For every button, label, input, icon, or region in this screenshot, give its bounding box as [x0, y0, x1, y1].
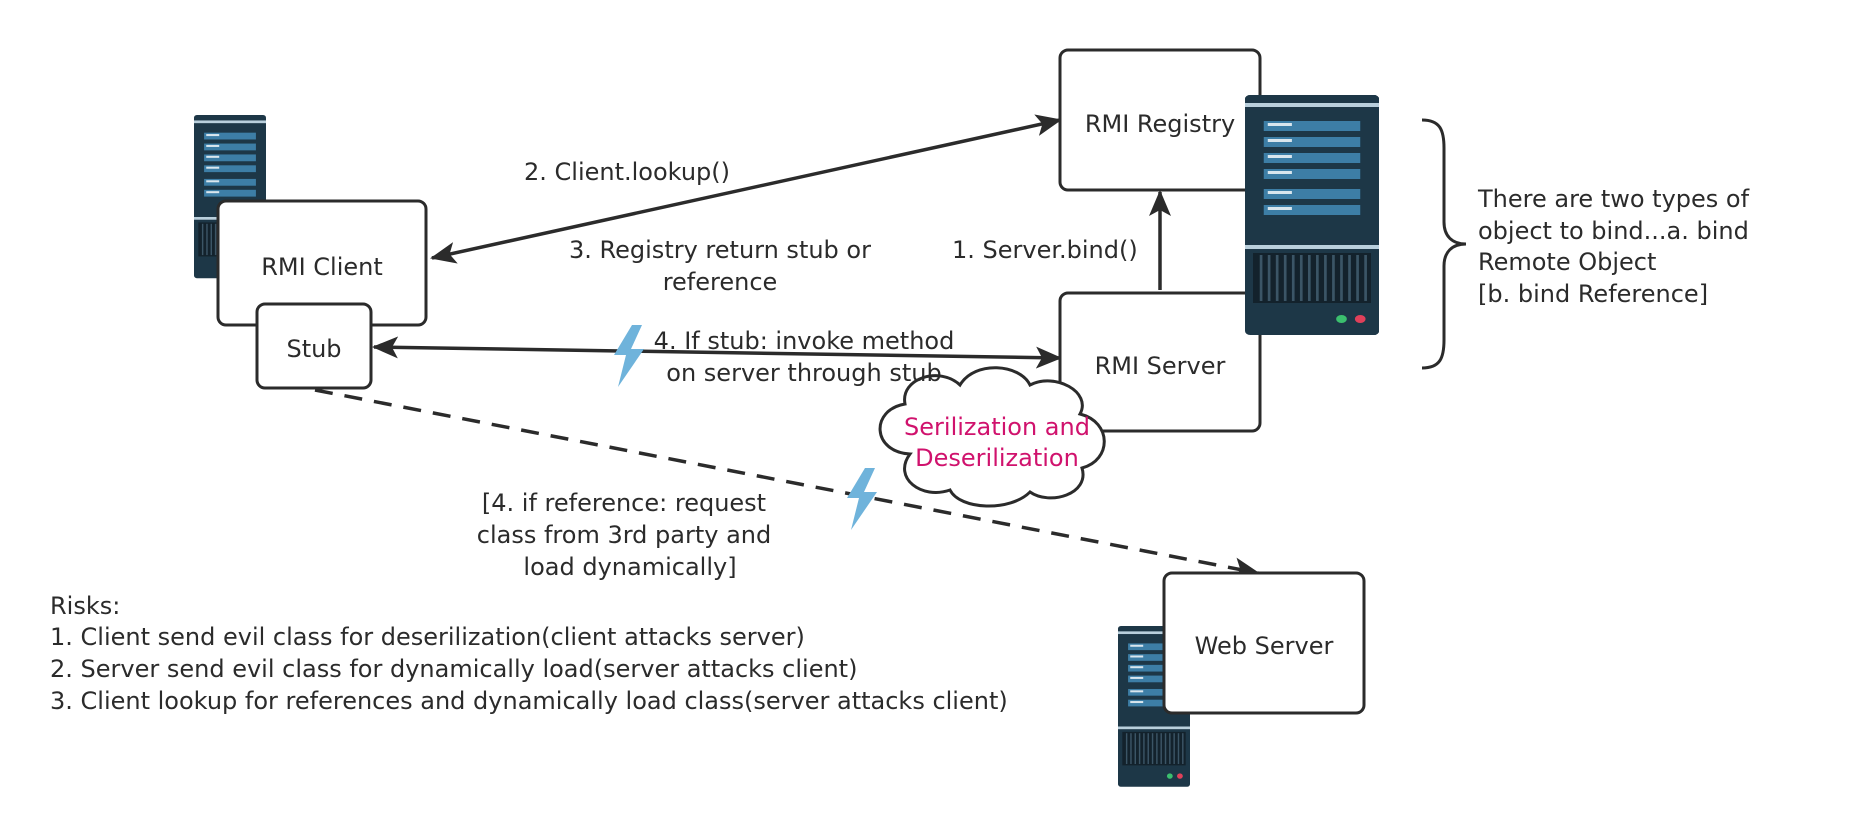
node-rmi-server-label: RMI Server: [1095, 352, 1226, 380]
edge-reference: [314, 388, 1260, 580]
lightning-icon: [614, 325, 644, 387]
brace: [1421, 118, 1467, 370]
label-reference-3: load dynamically]: [523, 553, 736, 581]
label-registry-return-2: reference: [663, 268, 778, 296]
node-rmi-registry-label: RMI Registry: [1085, 110, 1235, 138]
node-web-server-label: Web Server: [1195, 632, 1334, 660]
edge-lookup: [430, 114, 1062, 264]
node-rmi-client: RMI Client: [216, 199, 428, 327]
label-invoke-1: 4. If stub: invoke method: [654, 327, 955, 355]
node-stub-label: Stub: [286, 335, 341, 363]
risk-item-2: 2. Server send evil class for dynamicall…: [50, 655, 857, 683]
node-stub: Stub: [255, 302, 373, 390]
label-registry-return-1: 3. Registry return stub or: [569, 236, 871, 264]
label-reference-1: [4. if reference: request: [482, 489, 766, 517]
risk-item-3: 3. Client lookup for references and dyna…: [50, 687, 1008, 715]
serialization-cloud: Serilization and Deserilization: [878, 366, 1106, 508]
node-rmi-registry: RMI Registry: [1058, 48, 1262, 192]
lightning-icon: [847, 468, 877, 530]
note-line-3: Remote Object: [1478, 248, 1656, 276]
note-line-2: object to bind...a. bind: [1478, 217, 1749, 245]
label-bind: 1. Server.bind(): [952, 236, 1138, 264]
cloud-text-1: Serilization and: [904, 413, 1090, 441]
label-lookup: 2. Client.lookup(): [524, 158, 730, 186]
note-line-1: There are two types of: [1477, 185, 1750, 213]
note-line-4: [b. bind Reference]: [1478, 280, 1708, 308]
cloud-text-2: Deserilization: [915, 444, 1079, 472]
server-rack-icon: [1243, 93, 1381, 337]
label-invoke-2: on server through stub: [666, 359, 941, 387]
node-web-server: Web Server: [1162, 571, 1366, 715]
label-reference-2: class from 3rd party and: [477, 521, 771, 549]
node-rmi-client-label: RMI Client: [261, 253, 383, 281]
risk-item-1: 1. Client send evil class for deseriliza…: [50, 623, 805, 651]
edge-invoke: [372, 336, 1062, 369]
node-rmi-server: RMI Server: [1058, 291, 1262, 433]
risks-title: Risks:: [50, 592, 120, 620]
